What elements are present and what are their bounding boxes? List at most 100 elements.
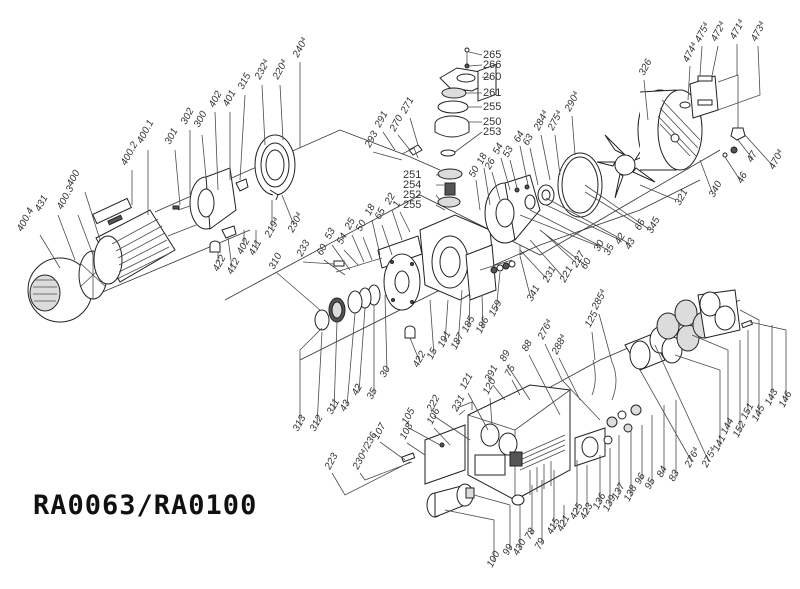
part-label: 230⁴	[285, 211, 305, 236]
part-label: 22	[382, 191, 398, 207]
part-label: 471⁴	[728, 18, 748, 42]
part-label: 290⁴	[562, 90, 582, 115]
part-label: 472⁴	[709, 20, 729, 44]
sight-window	[474, 454, 506, 476]
part-label: 321	[673, 188, 691, 208]
part-label: 285⁴	[589, 288, 609, 313]
side-plate	[465, 244, 497, 301]
part-label: 301	[163, 127, 181, 147]
part-label: 75	[503, 363, 518, 378]
hex-key-231b	[456, 401, 473, 410]
part-label: 125	[583, 309, 601, 329]
part-label: 60	[579, 256, 594, 271]
part-label: 293	[362, 129, 380, 150]
part-label: 345	[645, 215, 663, 235]
fitting-470	[730, 127, 746, 141]
part-label: 250	[483, 116, 501, 128]
part-label: 260	[483, 71, 501, 83]
part-label: 276⁴	[682, 446, 702, 471]
part-label: 475⁴	[693, 21, 713, 45]
part-label: 47	[745, 149, 760, 164]
part-label: 50	[467, 164, 482, 179]
tube-471	[717, 74, 739, 128]
part-label: 95	[643, 476, 658, 491]
part-label: 221	[557, 265, 575, 286]
part-label: 288⁴	[549, 333, 569, 358]
part-label: 64	[512, 129, 527, 144]
part-label: 84	[655, 464, 670, 479]
fan-hub	[614, 154, 636, 176]
rotor-shaft	[377, 235, 423, 269]
part-label: 223	[322, 451, 340, 472]
part-label: 252	[403, 189, 421, 201]
part-label: 89	[498, 348, 513, 363]
part-label: 83	[667, 468, 682, 483]
o-ring-253	[440, 149, 456, 157]
part-label: 96	[633, 471, 648, 486]
cooling-assembly	[596, 74, 746, 199]
part-label: 232⁴	[252, 58, 272, 83]
part-label: 146	[777, 389, 795, 409]
filter-mesh-144	[656, 312, 680, 340]
rear-cover	[484, 152, 603, 256]
part-label: 99	[501, 542, 516, 557]
part-label: 50	[354, 218, 369, 233]
part-label: 1	[391, 199, 403, 209]
part-label: 66	[633, 217, 648, 232]
part-label: 315	[236, 71, 254, 91]
part-label: 35	[365, 386, 380, 401]
hex-key-293	[401, 147, 419, 159]
valve-disc-251	[437, 168, 463, 180]
part-label: 431	[33, 194, 51, 214]
part-label: 63	[521, 132, 536, 147]
part-label: 26	[482, 156, 498, 172]
clip-125	[591, 359, 596, 396]
motor-assembly	[27, 134, 296, 323]
part-label: 240⁴	[290, 36, 310, 61]
part-label: 400	[65, 168, 83, 188]
leader-lines	[39, 44, 787, 562]
exhaust-filter-assembly	[624, 289, 754, 371]
part-label: 253	[483, 126, 501, 138]
part-label: 219⁴	[262, 216, 282, 241]
part-label: 473⁴	[749, 20, 769, 44]
fitting-472	[697, 75, 713, 82]
part-label: 312	[308, 413, 326, 433]
part-label: 220⁴	[270, 58, 290, 83]
part-label: 78	[523, 526, 538, 541]
cap-313	[314, 309, 330, 331]
part-label: 233	[294, 238, 312, 259]
part-label: 401	[221, 89, 239, 109]
part-label: 326	[637, 57, 655, 77]
part-label: 231	[449, 394, 467, 415]
screw-270	[408, 144, 423, 156]
part-label: 255	[483, 101, 501, 113]
spring-254	[444, 182, 456, 196]
filter-screen-261	[441, 87, 467, 99]
part-label: 65	[373, 206, 388, 221]
part-label: 141	[711, 434, 729, 454]
motor-shaft	[167, 224, 197, 237]
part-label: 159	[487, 298, 505, 318]
part-label: 43	[623, 236, 638, 251]
part-label: 251	[403, 169, 421, 181]
valve-seat-252	[437, 196, 461, 208]
plug-474	[679, 101, 691, 109]
part-label: 254	[403, 179, 421, 191]
terminal-box	[92, 197, 132, 225]
part-label: 470⁴	[767, 148, 787, 172]
clip-285	[611, 361, 617, 401]
separator-assembly	[401, 359, 642, 518]
side-cover-106	[424, 424, 466, 485]
part-label: 270	[387, 113, 405, 134]
pump-body	[314, 63, 516, 339]
part-label: 53	[323, 226, 338, 241]
bearing-30	[524, 194, 536, 210]
part-label: 108	[398, 421, 416, 441]
part-label: 88	[520, 338, 535, 353]
o-ring-255	[437, 100, 469, 114]
plug-233	[333, 260, 345, 267]
part-label: 400.2	[119, 140, 141, 168]
part-label: 276⁴	[535, 318, 555, 343]
